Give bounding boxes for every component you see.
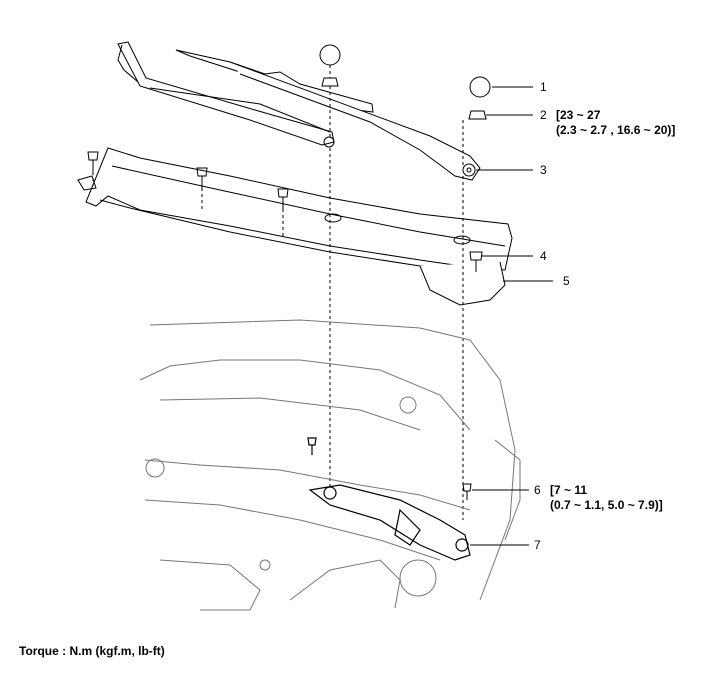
- callout-6-number: 6: [534, 483, 541, 497]
- torque-units-note: Torque : N.m (kgf.m, lb-ft): [19, 644, 165, 658]
- callout-2-torque-nm: [23 ~ 27: [556, 108, 601, 122]
- callout-7-number: 7: [534, 538, 541, 552]
- wiper-arm-left: [117, 41, 335, 148]
- callout-3-number: 3: [540, 163, 547, 177]
- cowl-screws: [87, 151, 483, 272]
- wiper-motor-linkage: [307, 437, 471, 561]
- callout-2-torque-spec: [23 ~ 27 (2.3 ~ 2.7 , 16.6 ~ 20)]: [556, 108, 675, 138]
- engine-bay: [139, 319, 521, 611]
- callout-6-torque-kgf-lbft: (0.7 ~ 1.1, 5.0 ~ 7.9)]: [550, 498, 663, 512]
- callout-6-torque-spec: [7 ~ 11 (0.7 ~ 1.1, 5.0 ~ 7.9)]: [550, 483, 663, 513]
- alignment-lines: [92, 65, 464, 520]
- callout-4-number: 4: [540, 249, 547, 263]
- cap-cover: [319, 44, 491, 98]
- callout-2-torque-kgf-lbft: (2.3 ~ 2.7 , 16.6 ~ 20)]: [556, 123, 676, 137]
- arm-nuts: [321, 77, 487, 120]
- motor-bolt: [462, 483, 472, 500]
- callout-2-number: 2: [540, 108, 547, 122]
- callout-5-number: 5: [563, 274, 570, 288]
- wiper-arm-right: [175, 49, 481, 181]
- leader-lines: [470, 86, 553, 546]
- callout-6-torque-nm: [7 ~ 11: [550, 483, 588, 497]
- cowl-top-cover: [77, 147, 513, 306]
- callout-1-number: 1: [540, 80, 547, 94]
